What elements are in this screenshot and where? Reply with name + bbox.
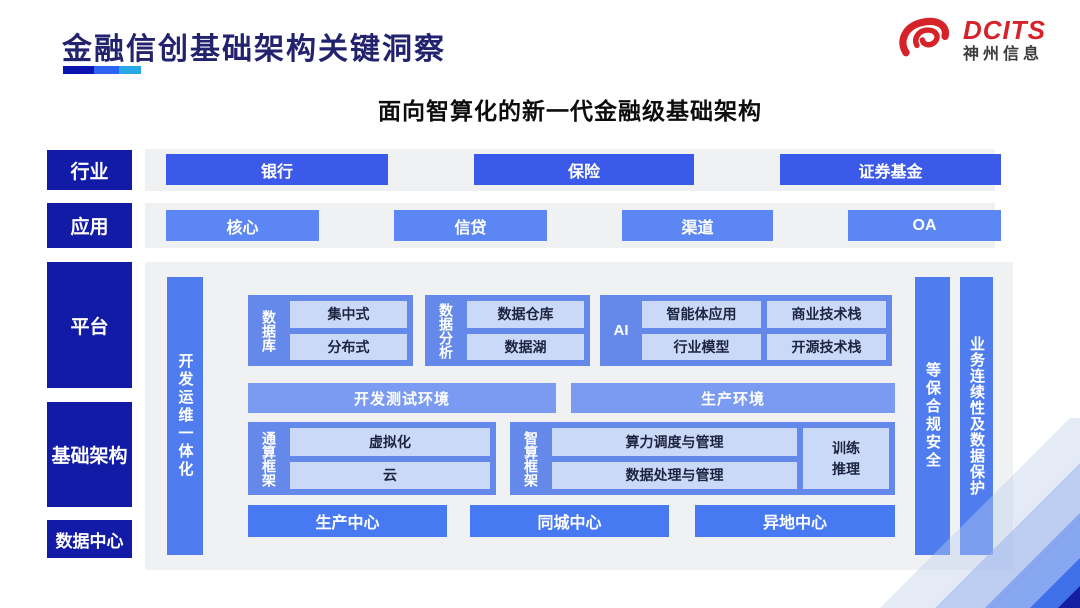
application-item-credit: 信贷 bbox=[394, 210, 547, 241]
center-production: 生产中心 bbox=[248, 505, 447, 537]
industry-row: 银行 保险 证券基金 bbox=[145, 149, 1001, 191]
ai-items: 智能体应用 商业技术栈 行业模型 开源技术栈 bbox=[642, 301, 886, 360]
platform-container: 开发运维一体化 数据库 集中式 分布式 数据分析 数据仓库 数据湖 AI 智能体… bbox=[145, 262, 1013, 570]
compute-item-virtualization: 虚拟化 bbox=[290, 428, 490, 456]
underline-segment-dark bbox=[63, 66, 94, 74]
ai-compute-label: 智算框架 bbox=[523, 430, 539, 487]
center-remote: 异地中心 bbox=[695, 505, 895, 537]
application-item-channel: 渠道 bbox=[622, 210, 773, 241]
industry-item-insurance: 保险 bbox=[474, 154, 694, 185]
database-group: 数据库 集中式 分布式 bbox=[248, 295, 413, 366]
underline-segment-light bbox=[119, 66, 141, 74]
ai-group-label: AI bbox=[613, 322, 629, 339]
diagram-title: 面向智算化的新一代金融级基础架构 bbox=[378, 98, 762, 124]
dcits-swirl-icon bbox=[899, 17, 950, 57]
ai-item-industry-model: 行业模型 bbox=[642, 333, 761, 360]
continuity-protection-bar: 业务连续性及数据保护 bbox=[960, 277, 993, 555]
application-row: 核心 信贷 渠道 OA bbox=[145, 203, 1001, 248]
title-underline bbox=[63, 66, 141, 74]
industry-item-securities: 证券基金 bbox=[780, 154, 1001, 185]
ai-compute-items: 算力调度与管理 数据处理与管理 bbox=[552, 428, 797, 489]
layer-label-application: 应用 bbox=[47, 203, 132, 248]
database-items: 集中式 分布式 bbox=[290, 301, 407, 360]
dev-test-environment-bar: 开发测试环境 bbox=[248, 383, 556, 413]
analytics-item-lake: 数据湖 bbox=[467, 333, 584, 360]
ai-item-agent-apps: 智能体应用 bbox=[642, 301, 761, 328]
analytics-items: 数据仓库 数据湖 bbox=[467, 301, 584, 360]
industry-item-bank: 银行 bbox=[166, 154, 388, 185]
general-compute-group: 通算框架 虚拟化 云 bbox=[248, 422, 496, 495]
analytics-group: 数据分析 数据仓库 数据湖 bbox=[425, 295, 590, 366]
logo-text: DCITS 神州信息 bbox=[963, 17, 1046, 63]
application-item-oa: OA bbox=[848, 210, 1001, 241]
layer-label-datacenter: 数据中心 bbox=[47, 520, 132, 558]
ai-compute-item-scheduling: 算力调度与管理 bbox=[552, 428, 797, 456]
compute-item-cloud: 云 bbox=[290, 461, 490, 489]
production-environment-bar: 生产环境 bbox=[571, 383, 895, 413]
ai-item-commercial-stack: 商业技术栈 bbox=[767, 301, 886, 328]
layer-label-infrastructure: 基础架构 bbox=[47, 402, 132, 507]
ai-compute-item-training-inference: 训练推理 bbox=[803, 428, 889, 489]
ai-item-opensource-stack: 开源技术栈 bbox=[767, 333, 886, 360]
center-same-city: 同城中心 bbox=[470, 505, 669, 537]
database-item-distributed: 分布式 bbox=[290, 333, 407, 360]
ai-group: AI 智能体应用 商业技术栈 行业模型 开源技术栈 bbox=[600, 295, 892, 366]
general-compute-label: 通算框架 bbox=[261, 430, 277, 487]
logo-brand: DCITS bbox=[963, 15, 1046, 45]
application-item-core: 核心 bbox=[166, 210, 319, 241]
layer-label-platform: 平台 bbox=[47, 262, 132, 388]
database-item-centralized: 集中式 bbox=[290, 301, 407, 328]
page-title: 金融信创基础架构关键洞察 bbox=[62, 33, 446, 66]
logo-company-name: 神州信息 bbox=[963, 46, 1044, 63]
security-compliance-bar: 等保合规安全 bbox=[915, 277, 950, 555]
underline-segment-blue bbox=[94, 66, 119, 74]
general-compute-items: 虚拟化 云 bbox=[290, 428, 490, 489]
database-group-label: 数据库 bbox=[261, 309, 277, 352]
ai-compute-item-dataproc: 数据处理与管理 bbox=[552, 461, 797, 489]
training-inference-label: 训练推理 bbox=[832, 439, 860, 477]
ai-compute-group: 智算框架 算力调度与管理 数据处理与管理 训练推理 bbox=[510, 422, 895, 495]
layer-label-industry: 行业 bbox=[47, 150, 132, 190]
analytics-item-warehouse: 数据仓库 bbox=[467, 301, 584, 328]
analytics-group-label: 数据分析 bbox=[438, 302, 454, 359]
company-logo: DCITS 神州信息 bbox=[897, 16, 1046, 64]
devops-vertical-bar: 开发运维一体化 bbox=[167, 277, 203, 555]
